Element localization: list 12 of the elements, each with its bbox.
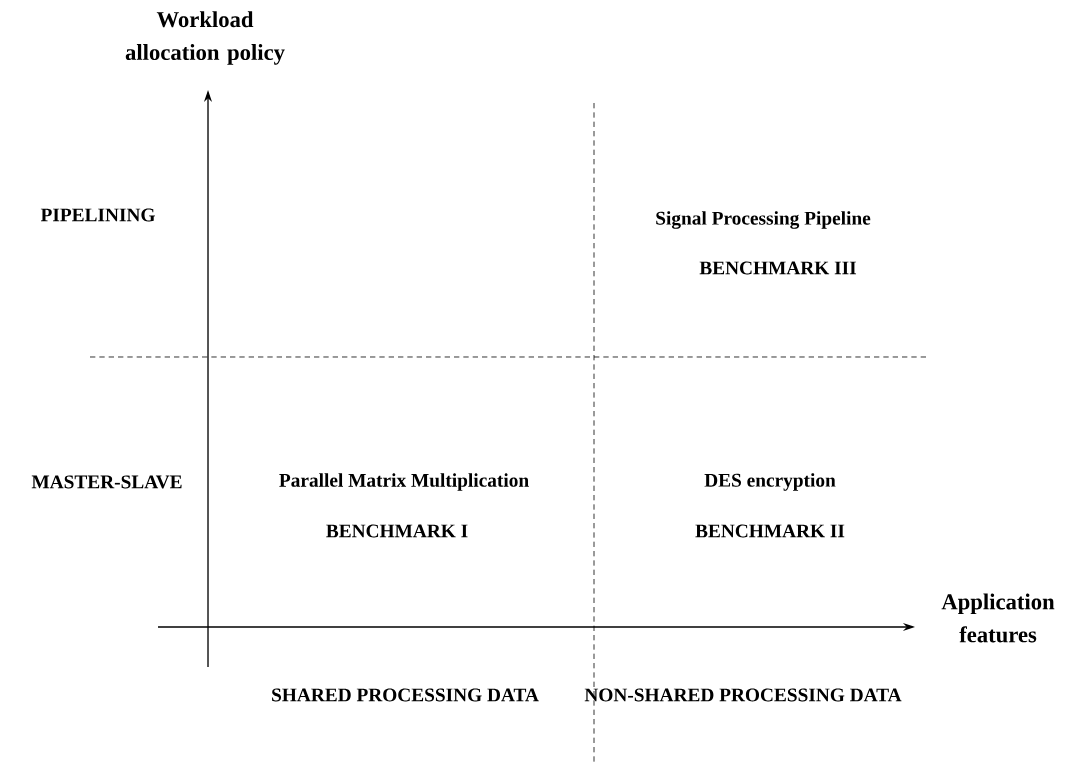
column-label: NON-SHARED PROCESSING DATA bbox=[584, 688, 902, 702]
column-label: SHARED PROCESSING DATA bbox=[272, 688, 539, 702]
row-label: PIPELINING bbox=[40, 208, 155, 222]
benchmark-label: BENCHMARK I bbox=[326, 524, 468, 538]
application-label: Signal Processing Pipeline bbox=[656, 211, 871, 229]
axis-label: Workload allocation policy bbox=[125, 11, 285, 65]
benchmark-label: BENCHMARK III bbox=[699, 261, 857, 275]
axis-label: Application features bbox=[941, 593, 1055, 643]
application-label: DES encryption bbox=[704, 473, 836, 491]
benchmark-label: BENCHMARK II bbox=[695, 524, 845, 538]
row-label: MASTER-SLAVE bbox=[31, 475, 182, 489]
application-label: Parallel Matrix Multiplication bbox=[279, 473, 529, 491]
